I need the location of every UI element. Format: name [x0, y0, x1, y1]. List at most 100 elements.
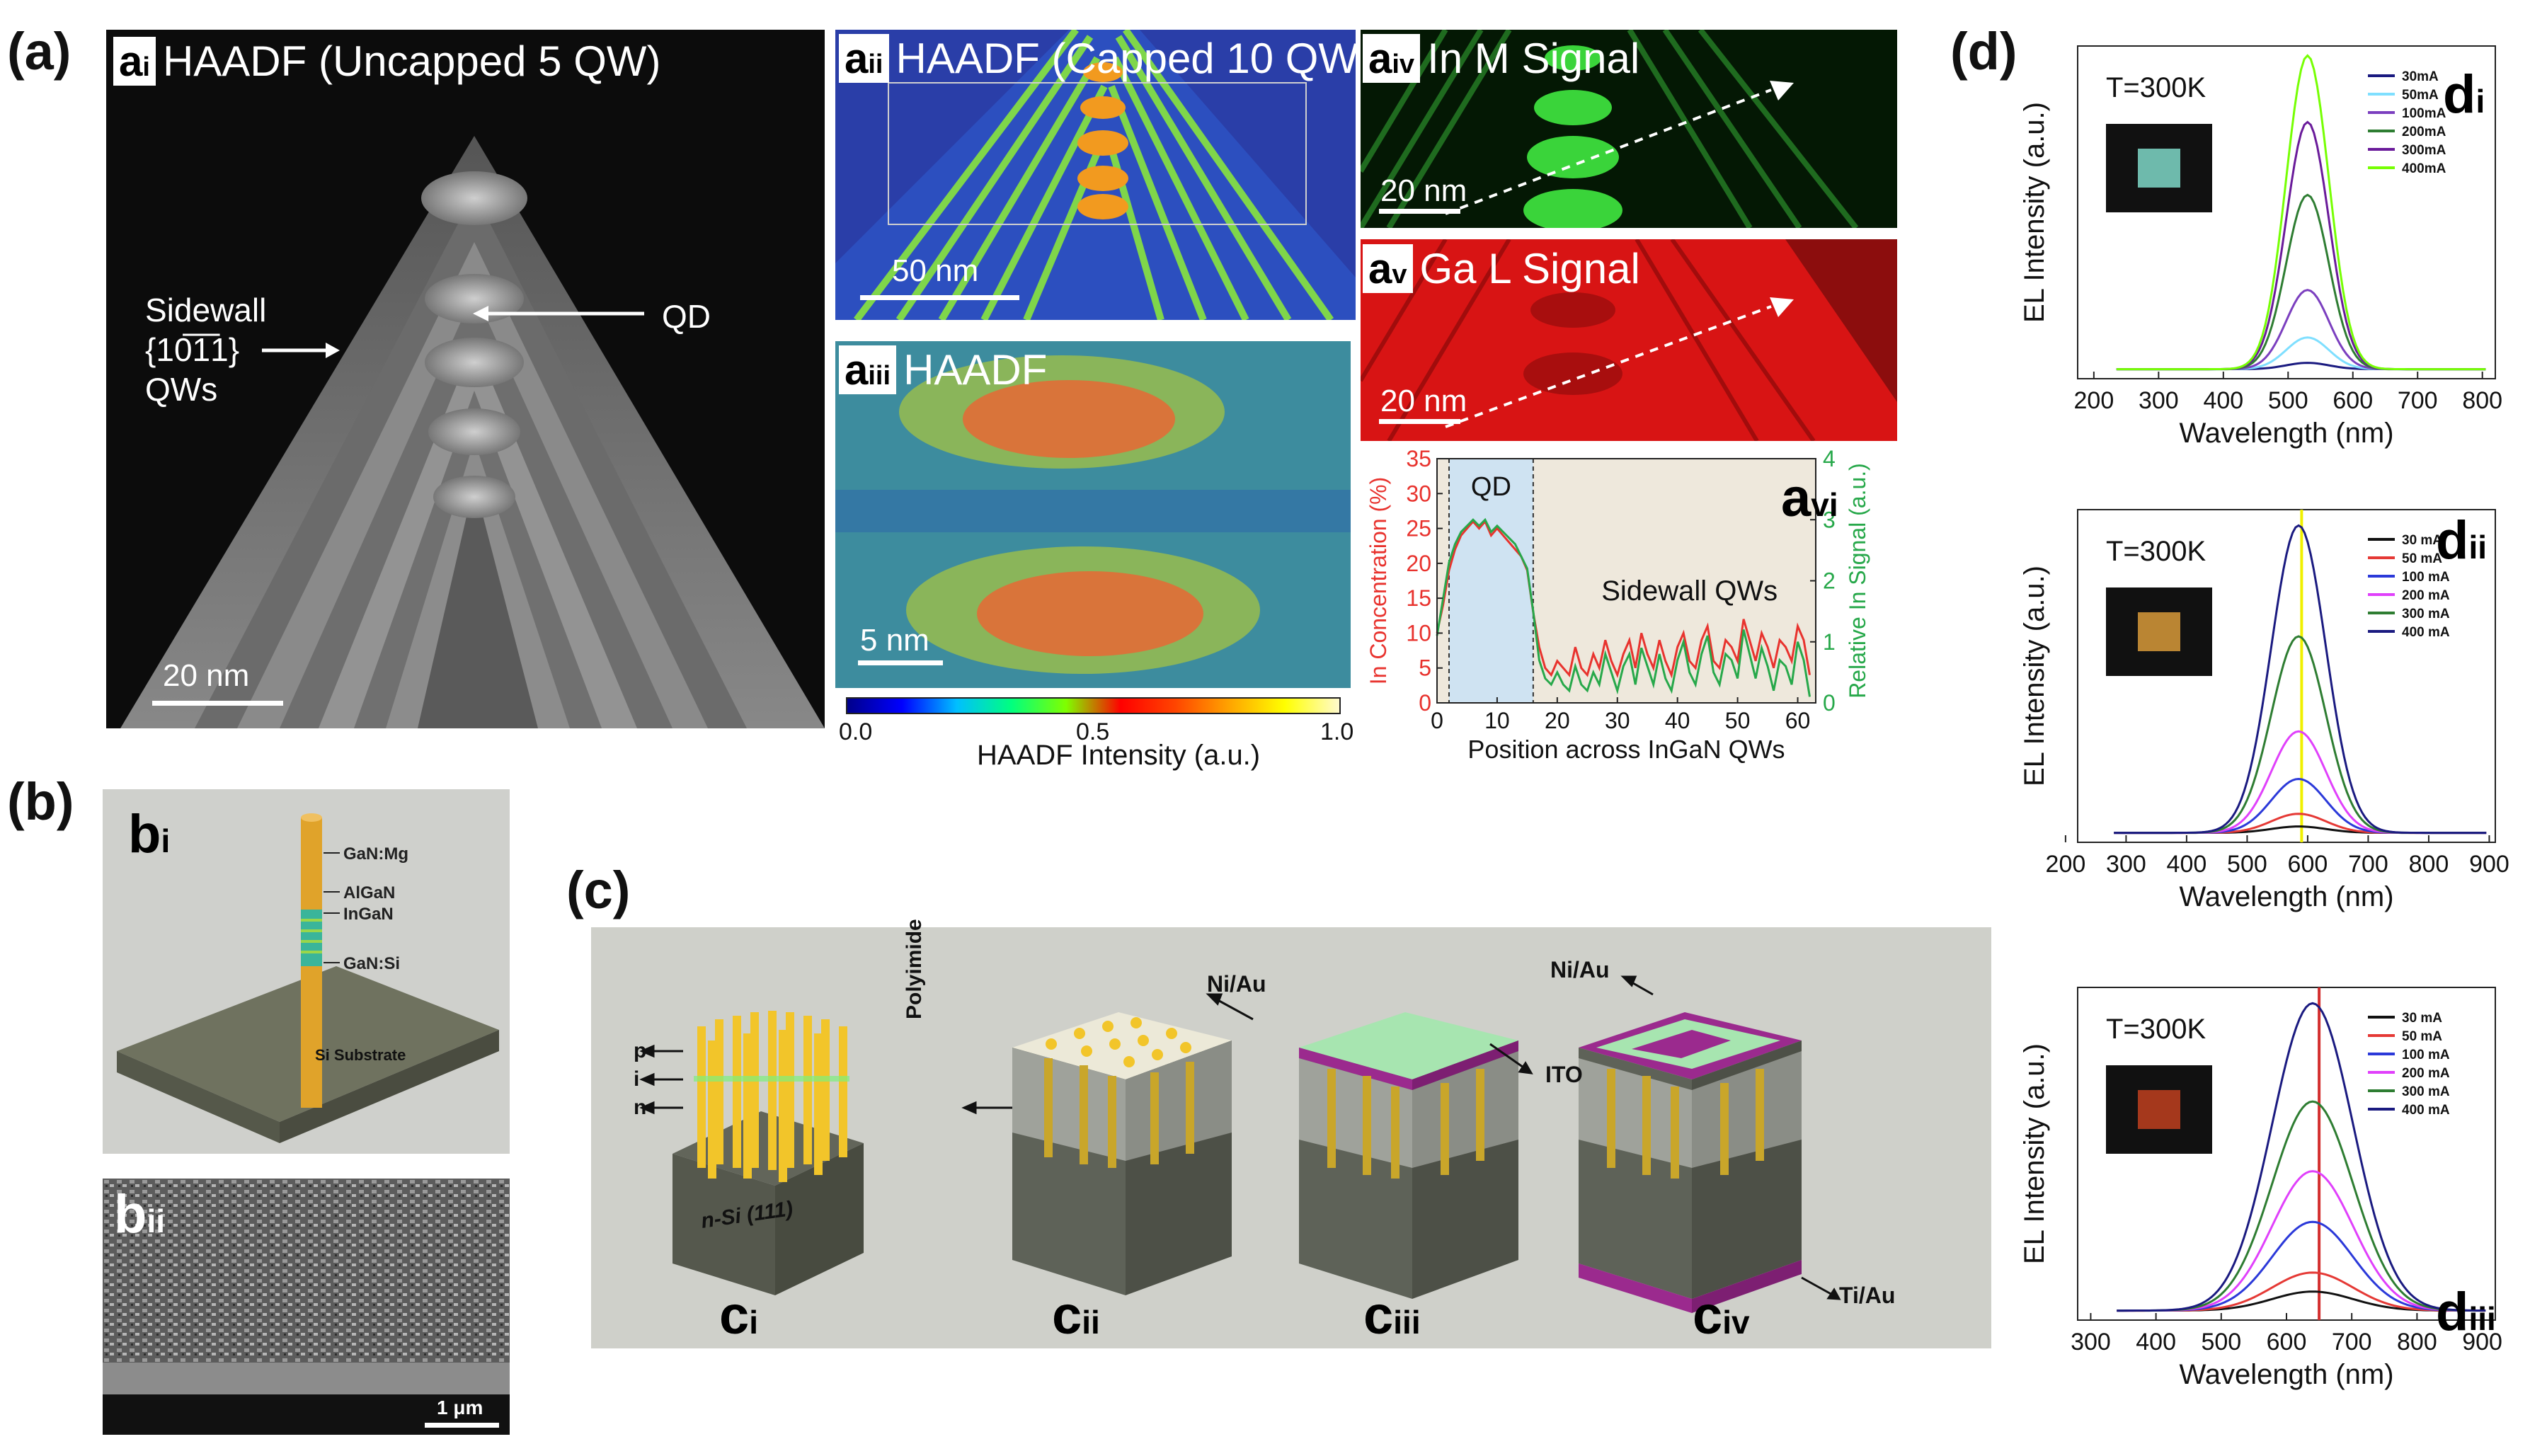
in-map-drawing: [1361, 30, 1859, 228]
nanowire-schematic-drawing: [117, 813, 499, 1143]
a2-scale-bar: [860, 295, 1019, 300]
a6-x-tick-label: 30: [1605, 708, 1630, 733]
d3-legend-label: 50 mA: [2402, 1029, 2442, 1044]
c-tiau-label: Ti/Au: [1839, 1283, 1896, 1308]
c-label-i: i: [634, 1067, 640, 1091]
d1-temperature-annotation: T=300K: [2106, 72, 2206, 103]
d3-x-tick-label: 800: [2397, 1329, 2437, 1355]
a1-scale-bar: [152, 701, 283, 706]
c-niau-label-2: Ni/Au: [1550, 957, 1610, 982]
a6-y2-tick-label: 0: [1823, 690, 1836, 716]
a6-y2-tick-label: 1: [1823, 629, 1836, 655]
nanowire-sem-image: [103, 1179, 510, 1435]
d3-legend-label: 400 mA: [2402, 1103, 2450, 1118]
d3-y-axis-label: EL Intensity (a.u.): [2019, 1043, 2050, 1264]
a4-scale-bar: [1379, 209, 1460, 214]
fabrication-drawing: [639, 975, 1841, 1313]
d1-legend-label: 200mA: [2402, 125, 2446, 139]
d3-x-tick-label: 400: [2136, 1329, 2176, 1355]
c4-tag: civ: [1693, 1285, 1750, 1346]
d1-x-axis-label: Wavelength (nm): [2179, 418, 2393, 449]
d3-legend-label: 30 mA: [2402, 1011, 2442, 1026]
a6-y2-tick-label: 4: [1823, 446, 1836, 471]
d1-x-tick-label: 500: [2268, 387, 2308, 414]
b1-layer-algan: AlGaN: [343, 883, 396, 902]
c-niau-label-1: Ni/Au: [1207, 971, 1266, 997]
d2-legend-label: 300 mA: [2402, 607, 2450, 621]
d3-legend-label: 200 mA: [2402, 1066, 2450, 1081]
sidewall-qw-annotation: Sidewall {10̅1̅1} QWs: [145, 290, 266, 409]
d1-legend-label: 50mA: [2402, 88, 2439, 103]
d1-series-line: [2116, 54, 2486, 371]
d2-legend-label: 30 mA: [2402, 533, 2442, 548]
in-m-signal-map: [1361, 30, 1897, 228]
c-polyimide-label: Polyimide: [903, 919, 926, 1019]
panel-label-d: (d): [1950, 22, 2017, 81]
colorbar-tick-2: 1.0: [1320, 718, 1354, 745]
a3-scale-bar: [858, 660, 943, 665]
a6-series-line-in_signal: [1436, 517, 1811, 697]
haadf-capped-image: [835, 30, 1356, 320]
panel-label-a: (a): [7, 22, 71, 81]
a6-y2-tick-label: 3: [1823, 507, 1836, 532]
d2-legend-label: 400 mA: [2402, 625, 2450, 640]
d2-x-tick-label: 500: [2227, 851, 2267, 878]
a3-tag: aiii: [839, 345, 897, 394]
c3-tag: ciii: [1363, 1285, 1421, 1346]
capped-qw-drawing: [835, 30, 1356, 320]
a2-scale-text: 50 nm: [892, 253, 979, 288]
nanowire-schematic: [103, 789, 510, 1154]
a6-y-tick-label: 20: [1406, 551, 1431, 576]
a6-x-tick-label: 40: [1665, 708, 1690, 733]
a6-qd-region: [1448, 459, 1533, 703]
fabrication-schematic: [591, 927, 1991, 1348]
a3-title-text: HAADF: [903, 346, 1048, 394]
d2-legend-label: 50 mA: [2402, 551, 2442, 566]
d1-x-tick-label: 200: [2074, 387, 2114, 414]
d1-x-tick-label: 600: [2332, 387, 2373, 414]
a1-arrows: [262, 306, 644, 358]
b2-scale-bar: [425, 1423, 499, 1428]
sidewall-arrowhead: [326, 343, 340, 358]
a5-tag: av: [1363, 244, 1413, 293]
a6-y2-axis-label: Relative In Signal (a.u.): [1845, 463, 1870, 699]
d2-x-axis-label: Wavelength (nm): [2179, 881, 2393, 912]
a5-scale-bar: [1379, 419, 1460, 424]
a6-x-axis-label: Position across InGaN QWs: [1467, 735, 1785, 764]
d2-legend-label: 200 mA: [2402, 588, 2450, 603]
haadf-zoom-drawing: [835, 341, 1351, 688]
a4-scale-text: 20 nm: [1380, 173, 1467, 208]
d1-device-emission: [2138, 149, 2180, 188]
b1-layer-ingan: InGaN: [343, 905, 394, 924]
sem-texture: [103, 1179, 510, 1435]
a2-title-text: HAADF (Capped 10 QW): [895, 35, 1373, 82]
c1-tag: ci: [719, 1285, 759, 1346]
qd-arrowhead: [473, 306, 488, 321]
a6-y-tick-label: 35: [1406, 446, 1431, 471]
a1-scale-text: 20 nm: [163, 658, 250, 693]
d1-legend-label: 30mA: [2402, 69, 2439, 84]
b1-layer-gan-si: GaN:Si: [343, 954, 401, 973]
a6-y-tick-label: 30: [1406, 481, 1431, 506]
d1-y-axis-label: EL Intensity (a.u.): [2019, 102, 2050, 323]
sidewall-line3: QWs: [145, 371, 218, 408]
panel-label-b: (b): [7, 772, 74, 831]
d3-temperature-annotation: T=300K: [2106, 1014, 2206, 1045]
d1-tag: di: [2443, 64, 2485, 125]
d2-x-tick-label: 300: [2106, 851, 2146, 878]
d3-series-line: [2117, 1002, 2486, 1312]
d1-legend-label: 300mA: [2402, 143, 2446, 158]
a1-tag: ai: [113, 37, 156, 86]
a6-y-axis-label: In Concentration (%): [1366, 477, 1391, 684]
haadf-zoom-image: [835, 341, 1351, 688]
colorbar-tick-0: 0.0: [839, 718, 873, 745]
d3-x-tick-label: 600: [2267, 1329, 2307, 1355]
d2-device-emission: [2138, 612, 2180, 651]
